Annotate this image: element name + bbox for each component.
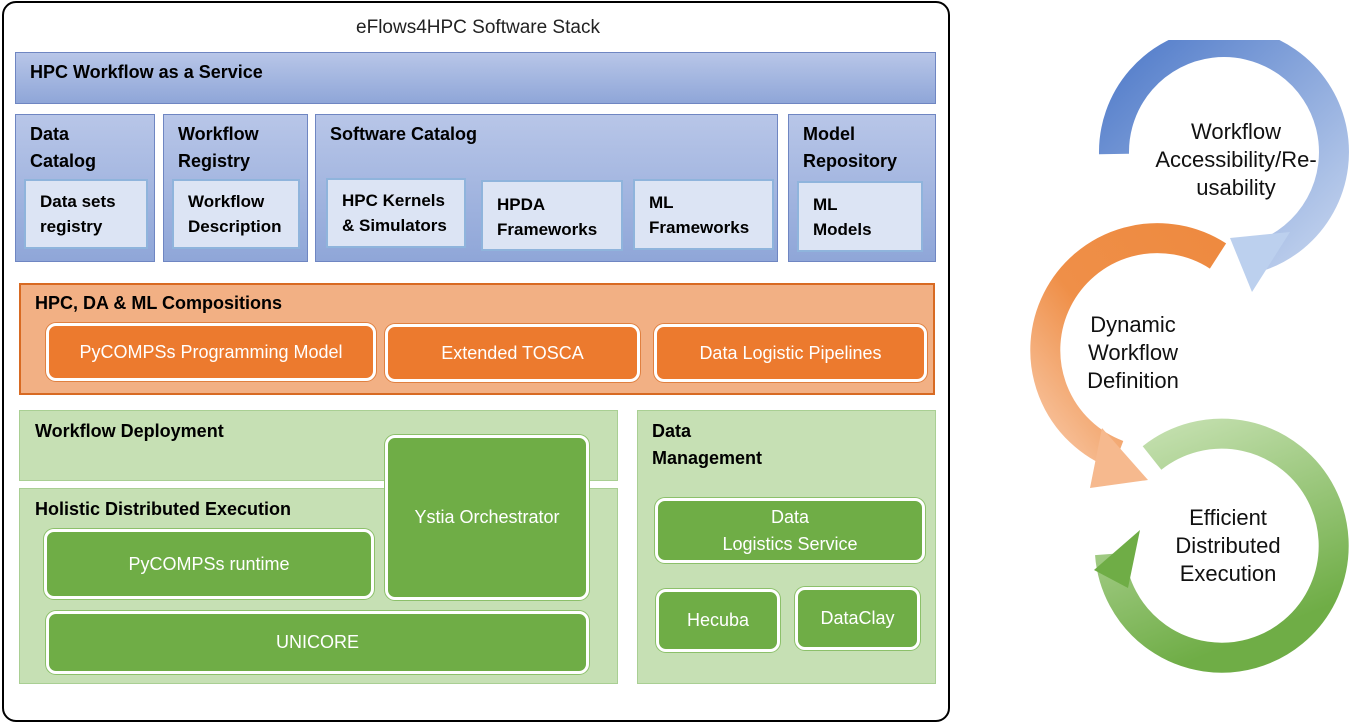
software-item-ml-frameworks: ML Frameworks — [633, 179, 774, 250]
workflow-deployment-title: Workflow Deployment — [35, 421, 224, 441]
cycle-label-dynamic-definition: Dynamic Workflow Definition — [1087, 312, 1179, 393]
pycompss-programming-model: PyCOMPSs Programming Model — [46, 323, 376, 381]
workflow-cycle-diagram — [1030, 40, 1349, 673]
workflow-registry-box: Workflow Registry Workflow Description — [163, 114, 308, 262]
data-logistics-service: Data Logistics Service — [655, 498, 925, 563]
data-catalog-title: Data Catalog — [30, 124, 97, 171]
data-logistic-pipelines: Data Logistic Pipelines — [654, 324, 927, 382]
data-sets-registry: Data sets registry — [24, 179, 148, 249]
pycompss-runtime: PyCOMPSs runtime — [44, 529, 374, 599]
unicore: UNICORE — [46, 611, 589, 674]
software-catalog-box: Software Catalog HPC Kernels & Simulator… — [315, 114, 778, 262]
extended-tosca: Extended TOSCA — [385, 324, 640, 382]
model-repository-title: Model Repository — [803, 124, 898, 171]
workflow-registry-title: Workflow Registry — [178, 124, 259, 171]
compositions-title: HPC, DA & ML Compositions — [35, 293, 282, 313]
dataclay: DataClay — [795, 587, 920, 650]
hpc-waas-title: HPC Workflow as a Service — [30, 62, 263, 82]
data-management-title: Data Management — [652, 421, 763, 468]
cycle-label-accessibility: Workflow Accessibility/Re- usability — [1155, 119, 1317, 200]
stack-title: eFlows4HPC Software Stack — [356, 17, 600, 38]
hecuba: Hecuba — [656, 589, 780, 652]
orange-cycle-arrow — [1030, 223, 1227, 488]
software-item-hpda: HPDA Frameworks — [481, 180, 623, 251]
holistic-execution-title: Holistic Distributed Execution — [35, 499, 292, 519]
workflow-description: Workflow Description — [172, 179, 300, 249]
hpc-waas-layer: HPC Workflow as a Service — [15, 52, 936, 104]
model-repository-box: Model Repository ML Models — [788, 114, 936, 262]
blue-cycle-arrow — [1098, 40, 1349, 292]
ml-models: ML Models — [797, 181, 923, 252]
software-catalog-title: Software Catalog — [330, 124, 478, 144]
green-cycle-arrow — [1094, 418, 1349, 673]
data-catalog-box: Data Catalog Data sets registry — [15, 114, 155, 262]
cycle-label-efficient-execution: Efficient Distributed Execution — [1175, 505, 1281, 586]
ystia-orchestrator: Ystia Orchestrator — [385, 435, 589, 600]
software-item-hpc-kernels: HPC Kernels & Simulators — [326, 178, 466, 248]
